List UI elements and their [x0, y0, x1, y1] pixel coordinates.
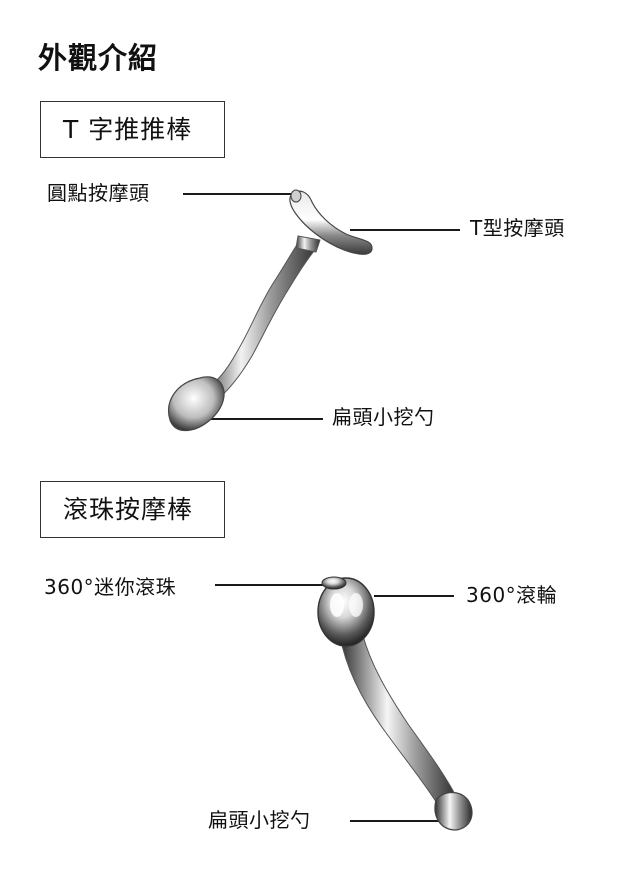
section-title-text: 滾珠按摩棒: [63, 495, 194, 524]
t-bar-handle: [199, 239, 319, 403]
leader-line-mini-roller-ball: [215, 584, 327, 586]
page-title: 外觀介紹: [38, 41, 159, 75]
label-flat-scoop-2: 扁頭小挖勺: [208, 808, 311, 832]
t-bar-dot-head: [290, 189, 302, 203]
leader-line-flat-scoop-1: [205, 418, 323, 420]
label-roller-wheel: 360°滾輪: [466, 583, 558, 607]
t-bar-head: [289, 190, 373, 255]
roller-massager-image: [317, 576, 473, 831]
label-t-head: T型按摩頭: [470, 216, 565, 240]
label-mini-roller-ball: 360°迷你滾珠: [44, 575, 177, 599]
section-title-text: T 字推推棒: [63, 115, 193, 144]
roller-ball: [317, 577, 375, 647]
section-title-roller: 滾珠按摩棒: [40, 481, 225, 538]
leader-line-roller-wheel: [374, 595, 454, 597]
t-bar-neck: [295, 235, 321, 253]
leader-line-flat-scoop-2: [350, 820, 456, 822]
roller-handle: [339, 631, 459, 809]
roller-mini-ball: [321, 576, 347, 590]
leader-line-t-head: [350, 229, 460, 231]
section-title-t-bar: T 字推推棒: [40, 101, 225, 158]
label-flat-scoop-1: 扁頭小挖勺: [332, 405, 435, 429]
t-bar-massager-image: [168, 189, 373, 432]
label-dot-head: 圓點按摩頭: [47, 181, 150, 205]
t-bar-scoop: [168, 376, 225, 432]
leader-line-dot-head: [183, 193, 293, 195]
roller-scoop: [434, 791, 473, 831]
